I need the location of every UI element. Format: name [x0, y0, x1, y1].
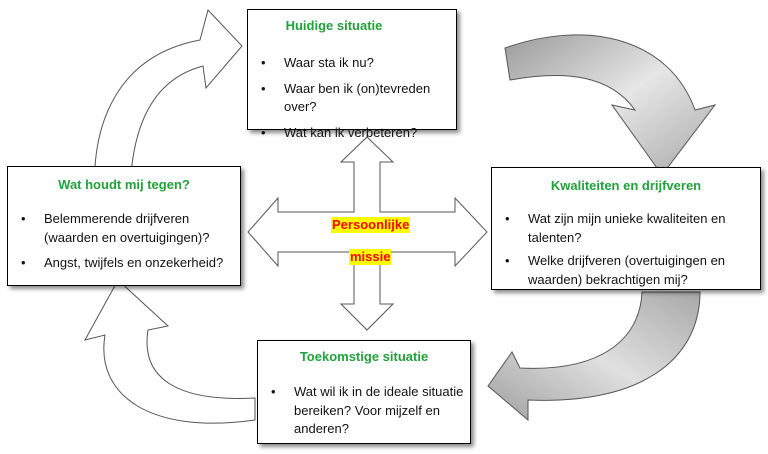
bullet: • — [271, 384, 276, 399]
list-item: •Wat kan ik verbeteren? — [248, 124, 456, 143]
four-way-arrow — [247, 136, 488, 331]
bullet: • — [505, 253, 510, 268]
list-item: •Wat wil ik in de ideale situatie bereik… — [271, 384, 464, 436]
box-title-future-situation: Toekomstige situatie — [299, 349, 429, 364]
cycle-arrow-top-right — [504, 34, 717, 176]
box-title-current-situation: Huidige situatie — [285, 18, 383, 33]
box-current-situation: Huidige situatie •Waar sta ik nu? •Waar … — [247, 9, 457, 140]
list-item: •Waar sta ik nu? — [248, 54, 456, 73]
list-item: •Waar ben ik (on)tevreden over? — [261, 80, 431, 115]
cycle-arrow-bottom-right — [487, 291, 701, 422]
center-label-line-1: Persoonlijke — [331, 217, 411, 233]
list-item: •Angst, twijfels en onzekerheid? — [8, 254, 240, 273]
cycle-arrow-top-left — [93, 9, 243, 201]
box-future-situation: Toekomstige situatie •Wat wil ik in de i… — [257, 340, 471, 444]
bullet: • — [21, 255, 26, 270]
box-what-holds-me-back: Wat houdt mij tegen? •Belemmerende drijf… — [7, 166, 241, 286]
list-item: •Belemmerende drijfveren (waarden en ove… — [21, 211, 210, 245]
bullet: • — [21, 211, 26, 226]
box-title-qualities-and-drivers: Kwaliteiten en drijfveren — [550, 178, 702, 193]
cycle-arrow-bottom-left — [84, 279, 256, 424]
box-title-what-holds-me-back: Wat houdt mij tegen? — [58, 177, 190, 192]
center-label-line-2: missie — [349, 249, 392, 265]
bullet: • — [261, 55, 266, 70]
bullet: • — [505, 211, 510, 226]
list-item: •Wat zijn mijn unieke kwaliteiten en tal… — [505, 211, 726, 245]
list-current-situation: •Waar sta ik nu? •Waar ben ik (on)tevred… — [248, 54, 456, 142]
box-qualities-and-drivers: Kwaliteiten en drijfveren •Wat zijn mijn… — [491, 167, 761, 290]
bullet: • — [261, 80, 266, 96]
list-qualities-and-drivers: •Wat zijn mijn unieke kwaliteiten en tal… — [492, 210, 760, 289]
list-what-holds-me-back: •Belemmerende drijfveren (waarden en ove… — [8, 210, 240, 273]
list-item: •Welke drijfveren (overtuigingen en waar… — [505, 253, 726, 287]
bullet: • — [261, 124, 266, 140]
list-future-situation: •Wat wil ik in de ideale situatie bereik… — [258, 383, 470, 439]
